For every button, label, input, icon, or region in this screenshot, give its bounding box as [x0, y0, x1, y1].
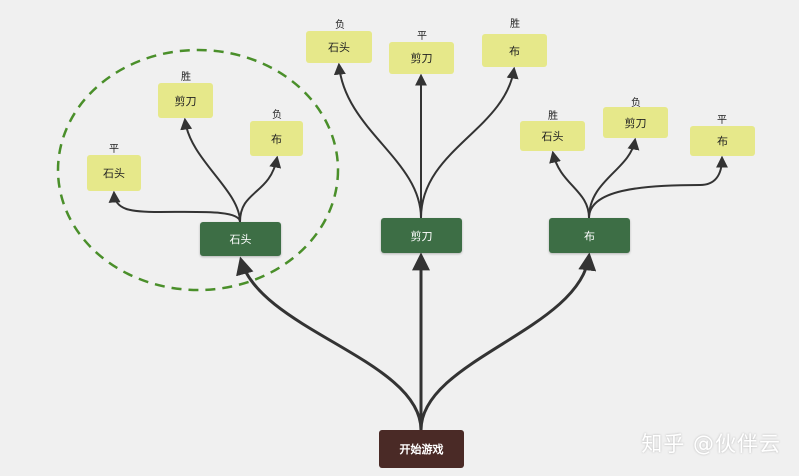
outcome-result-label: 平 [717, 115, 727, 126]
outcome-result-label: 负 [631, 98, 641, 109]
outcome-result-label: 平 [109, 144, 119, 155]
outcome-result-label: 平 [417, 31, 427, 42]
outcome-result-label: 胜 [510, 19, 520, 30]
outcome-node[interactable]: 剪刀 [158, 83, 213, 118]
edge-move-to-outcome [549, 150, 590, 219]
outcome-result-label: 胜 [548, 111, 558, 122]
edge-move-to-outcome [333, 62, 422, 219]
outcome-node[interactable]: 布 [250, 121, 303, 156]
edge-move-to-outcome [108, 190, 241, 223]
start-game-node[interactable]: 开始游戏 [379, 430, 464, 468]
outcome-result-label: 负 [335, 20, 345, 31]
watermark: 知乎 @伙伴云 [641, 432, 781, 456]
edge-move-to-outcome [239, 155, 282, 223]
edge-move-to-outcome [588, 137, 640, 219]
edge-move-to-outcome [180, 117, 241, 223]
outcome-node[interactable]: 布 [482, 34, 547, 67]
edge-root-to-move [236, 256, 423, 431]
outcome-result-label: 负 [272, 110, 282, 121]
outcome-node[interactable]: 剪刀 [603, 107, 668, 138]
move-node-paper[interactable]: 布 [549, 218, 630, 253]
highlight-circle [56, 48, 340, 292]
outcome-node[interactable]: 剪刀 [389, 42, 454, 74]
outcome-node[interactable]: 石头 [87, 155, 141, 191]
move-node-scissors[interactable]: 剪刀 [381, 218, 462, 253]
outcome-node[interactable]: 石头 [306, 31, 372, 63]
edge-move-to-outcome [588, 155, 728, 219]
outcome-result-label: 胜 [181, 72, 191, 83]
move-node-rock[interactable]: 石头 [200, 222, 281, 256]
outcome-node[interactable]: 石头 [520, 121, 585, 151]
edge-move-to-outcome [420, 66, 519, 219]
outcome-node[interactable]: 布 [690, 126, 755, 156]
edge-root-to-move [419, 252, 597, 431]
